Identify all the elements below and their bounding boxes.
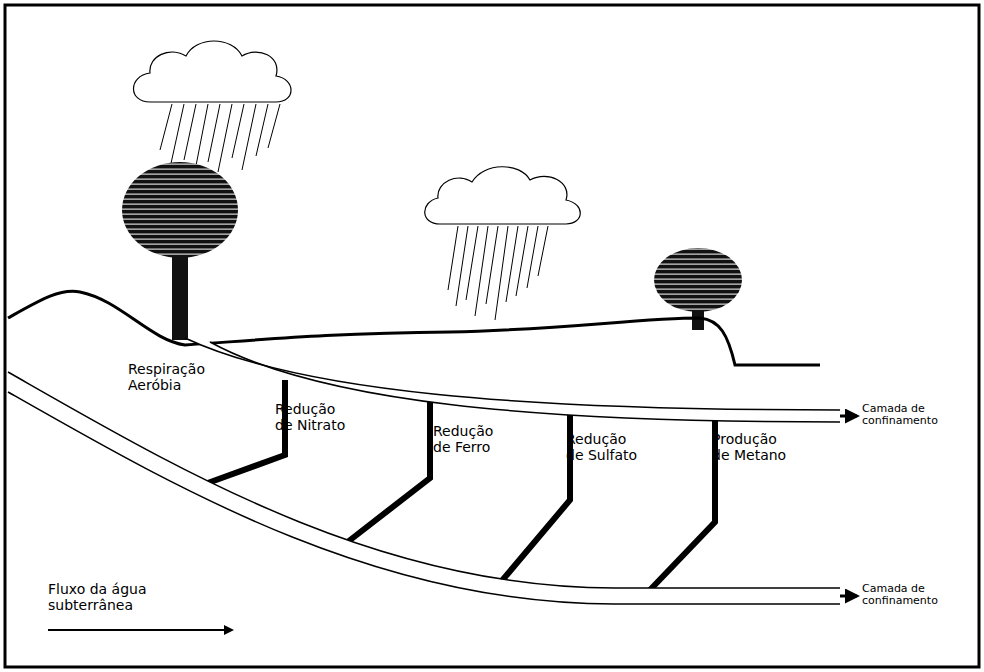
rain-line [456,226,468,306]
rain-line [486,226,498,304]
confining-layer-line [8,392,840,604]
rain-line [538,226,548,276]
zone-label: Redução de Sulfato [566,432,646,463]
rain-line [527,226,538,288]
confining-layer-line [8,372,840,588]
zone-divider [205,380,285,484]
rain-line [516,226,528,296]
rain-line [170,104,184,168]
confining-layer-line [185,338,840,410]
zone-label: Redução de Nitrato [275,402,355,433]
rain-line [218,104,232,172]
layer-arrow [840,595,857,598]
rain-line [268,104,280,148]
tree-crown [122,162,238,258]
zone-label: Produção de Metano [712,432,792,463]
zone-divider [648,414,715,592]
zone-divider [500,409,570,583]
rain-line [184,104,196,160]
flow-arrow [48,629,232,631]
rain-line [506,226,518,302]
ground-surface [8,291,820,365]
frame-border [5,5,979,667]
rain-line [448,226,458,290]
zone-label: Redução de Ferro [433,424,513,455]
layer-arrow [840,415,857,418]
rain-line [256,104,268,156]
layer-label: Camada de confinamento [862,583,948,608]
rain-line [495,226,508,320]
tree-crown [654,248,742,312]
confining-layer-fill [8,372,840,604]
rain-line [232,104,244,158]
layer-label: Camada de confinamento [862,403,948,428]
rain-line [208,104,220,162]
cloud [425,167,581,224]
rain-line [466,226,478,300]
cloud [134,41,292,102]
zone-label: Respiração Aeróbia [128,362,208,393]
flow-label: Fluxo da água subterrânea [48,582,153,613]
rain-line [242,104,256,170]
zone-divider [345,398,430,544]
rain-line [160,104,172,150]
